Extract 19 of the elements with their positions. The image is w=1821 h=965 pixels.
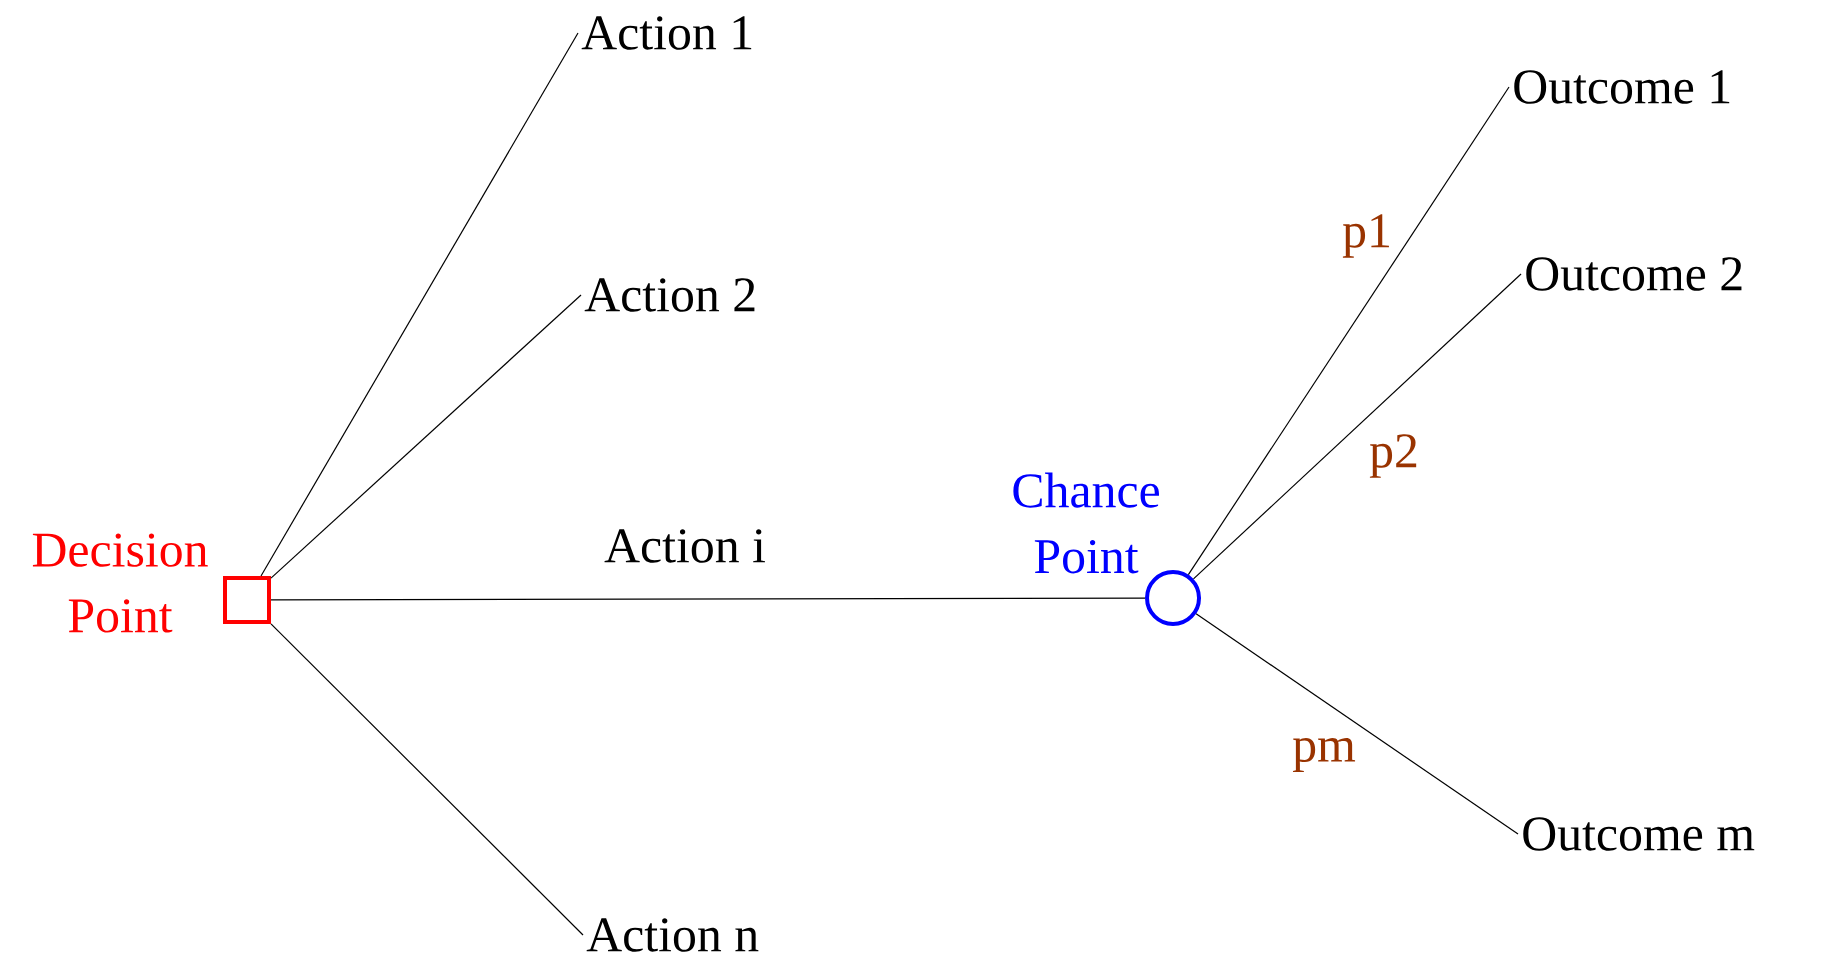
- branch-line: [1195, 613, 1519, 835]
- branch-line: [270, 623, 584, 936]
- chance-label: Chance Point: [1013, 472, 1159, 574]
- probability-label: p1: [1340, 212, 1394, 260]
- branch-line: [1192, 273, 1522, 580]
- outcome-label: Outcome 1: [1514, 70, 1730, 104]
- branch-line: [270, 294, 582, 579]
- probability-label: pm: [1290, 735, 1358, 775]
- probability-label: p2: [1367, 432, 1421, 480]
- branch-line: [270, 597, 1146, 601]
- outcome-label: Outcome 2: [1526, 257, 1742, 291]
- action-label: Action 2: [584, 278, 755, 312]
- action-label: Action n: [586, 918, 759, 952]
- decision-label: Decision Point: [32, 533, 208, 633]
- action-label: Action 1: [581, 16, 752, 50]
- outcome-label: Outcome m: [1523, 817, 1755, 851]
- action-label: Action i: [602, 527, 768, 565]
- branch-line: [1187, 86, 1510, 576]
- branch-line: [260, 32, 579, 577]
